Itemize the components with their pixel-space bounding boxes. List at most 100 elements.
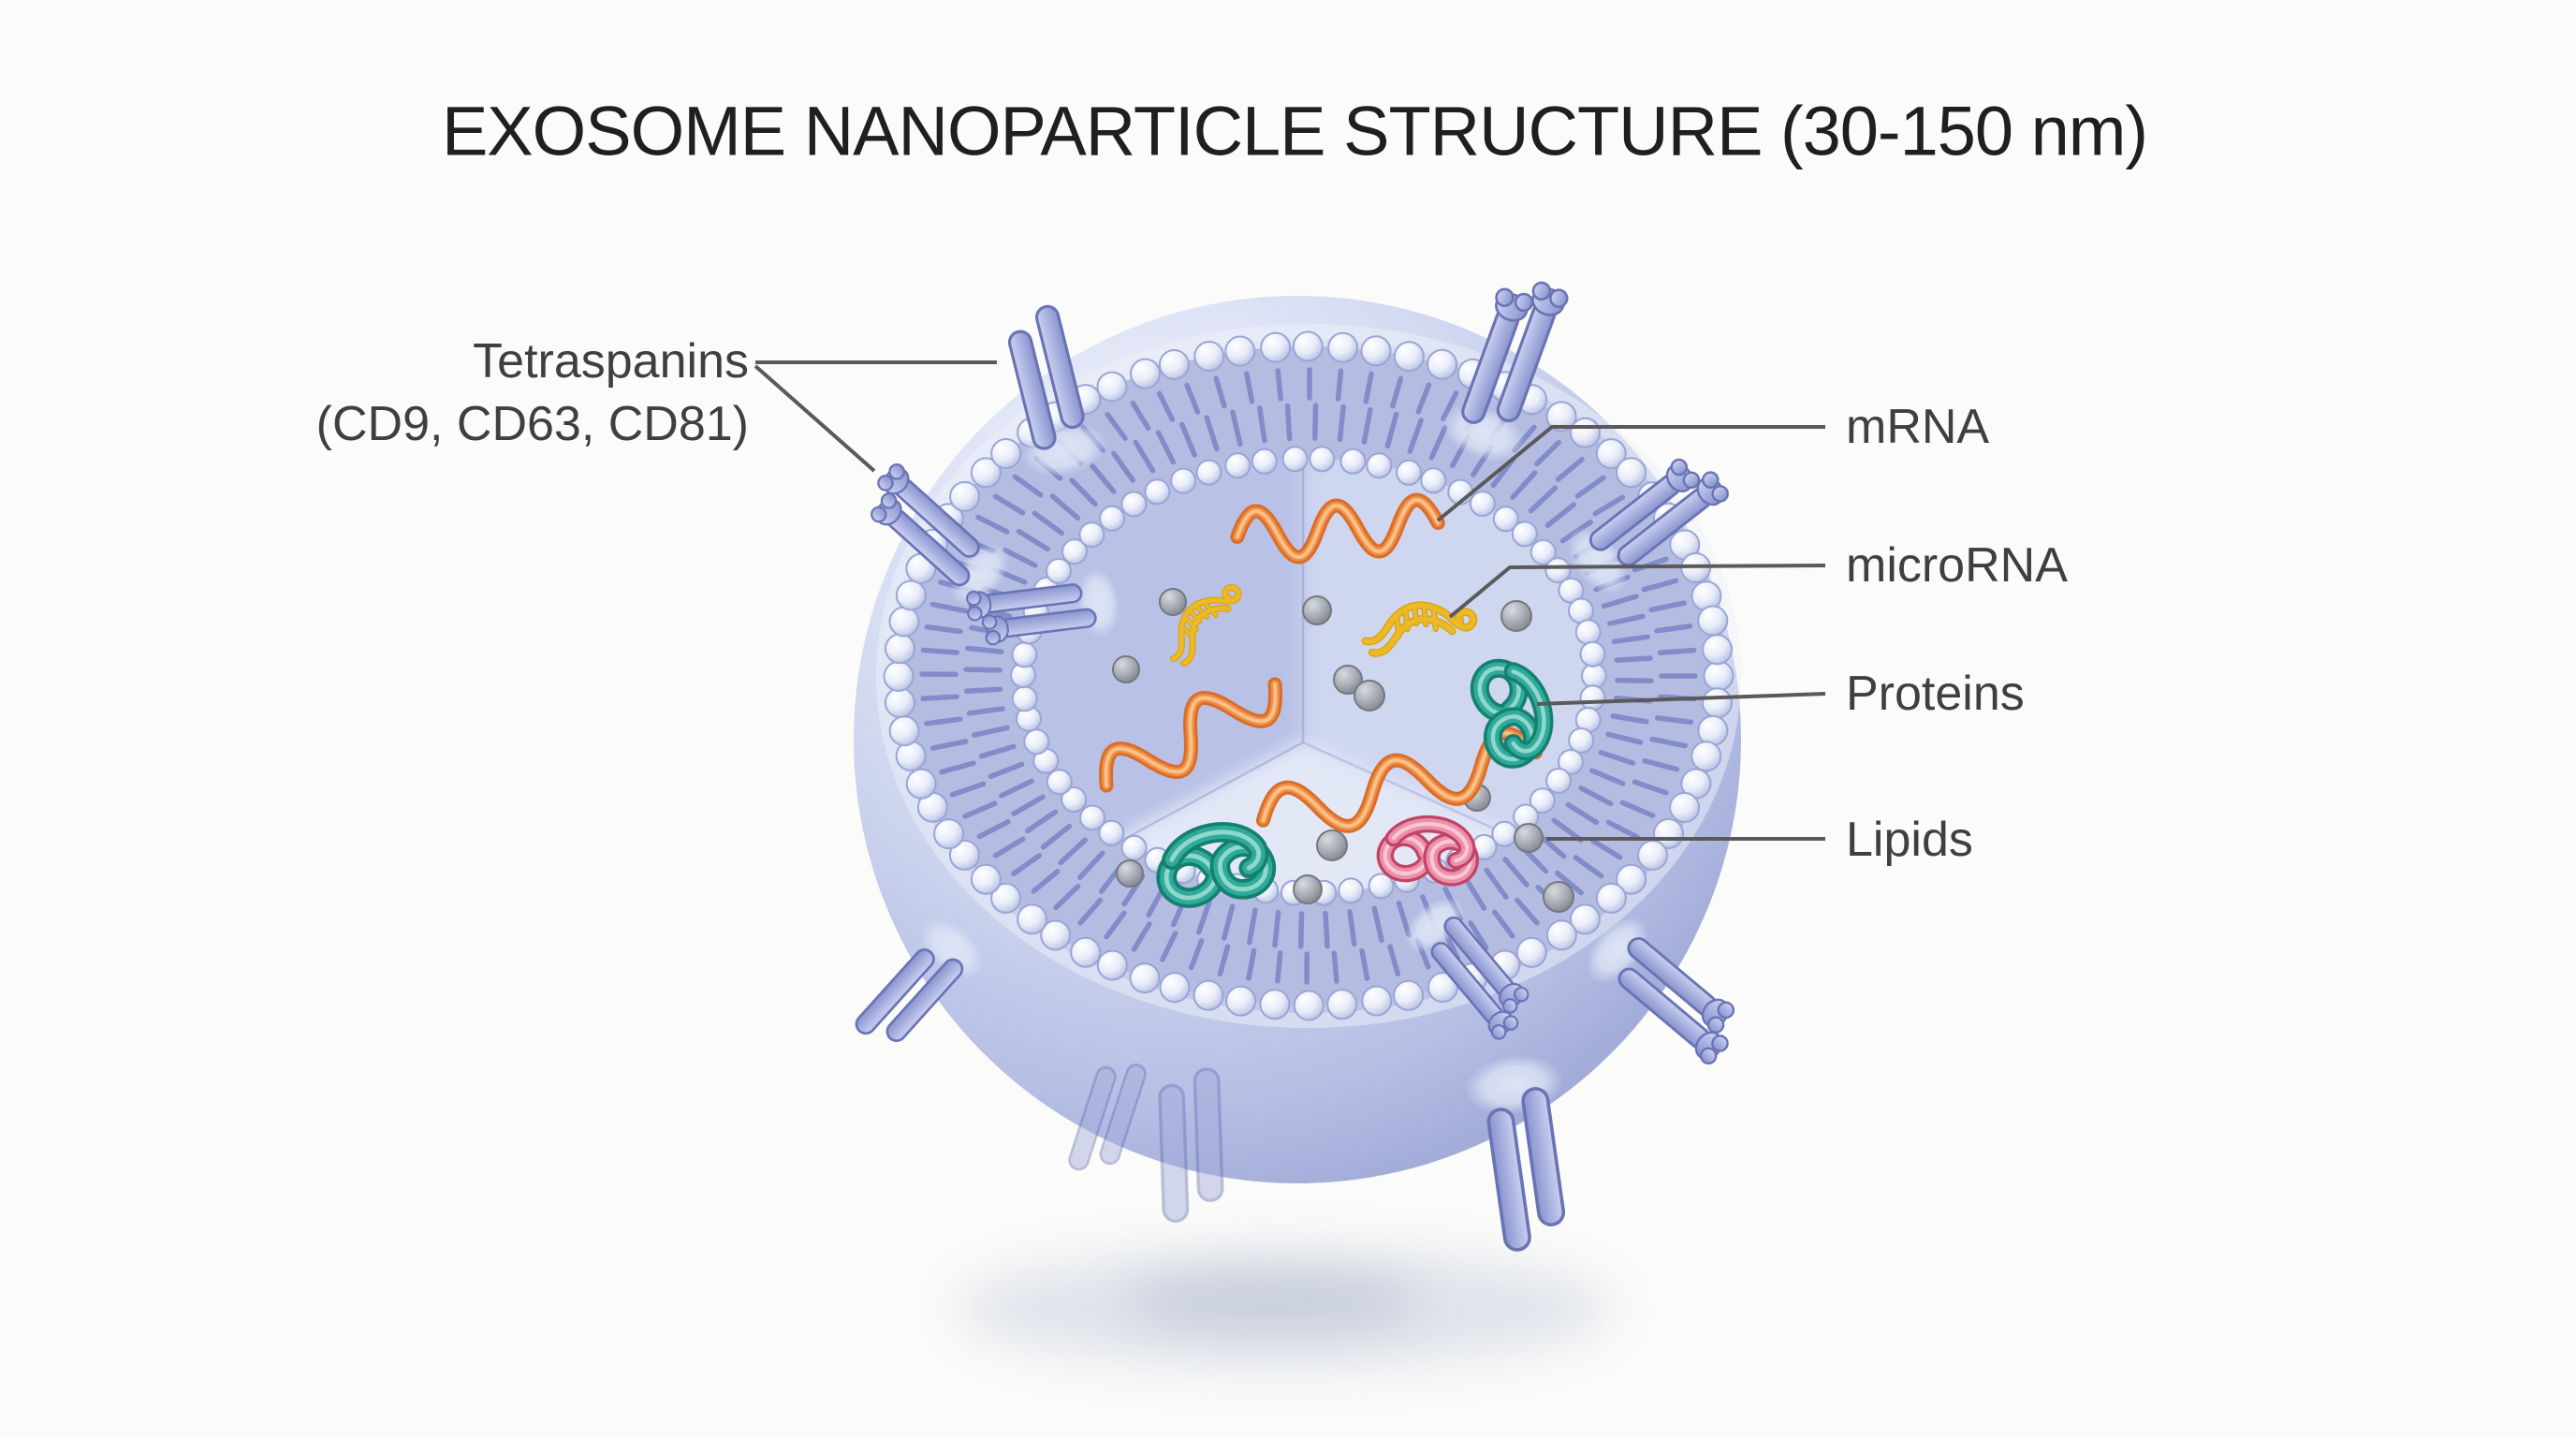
tetraspanin-rod (855, 948, 935, 1035)
membrane-bead-inner (1251, 448, 1278, 475)
outer-leaflet-tail (929, 601, 969, 614)
label-tetraspanins-line2: (CD9, CD63, CD81) (316, 397, 749, 451)
leader-line-tetraspanins-side (754, 364, 876, 473)
membrane-bead-outer (1259, 989, 1291, 1020)
membrane-bead-outer (1427, 972, 1458, 1004)
membrane-bead-inner (1529, 787, 1556, 814)
membrane-bead-outer (888, 606, 920, 638)
membrane-bead-outer (1158, 349, 1190, 380)
membrane-bead-inner (1581, 663, 1607, 689)
membrane-bead-outer (1616, 457, 1647, 489)
label-tetraspanins-line1: Tetraspanins (473, 334, 749, 389)
tetraspanin-head-lobe (1531, 281, 1552, 301)
tetraspanin (1442, 281, 1569, 462)
membrane-bead-inner (1579, 640, 1606, 668)
protein-pink-ribbon (1391, 822, 1470, 863)
microrna-rung (1422, 606, 1428, 626)
microrna-rung (1179, 623, 1195, 640)
protein-teal-ribbon (1511, 669, 1546, 754)
inner-leaflet-tail (1011, 794, 1046, 816)
mrna-strand (1255, 726, 1544, 833)
outer-leaflet-tail (1654, 715, 1694, 726)
outer-leaflet-tail (1130, 400, 1151, 432)
membrane-bead-outer (1669, 792, 1701, 823)
outer-leaflet-tail (1131, 921, 1152, 952)
outer-leaflet-tail (1654, 624, 1693, 634)
outer-leaflet-tail (1573, 855, 1604, 879)
membrane-bead-inner (1558, 749, 1584, 775)
microrna-strand (1169, 583, 1242, 668)
tetraspanin-rod (1193, 1067, 1224, 1202)
outer-leaflet-tail (1468, 920, 1489, 951)
membrane-bead-outer (949, 480, 981, 512)
outer-leaflet-tail (1574, 475, 1606, 499)
outer-leaflet-tail (924, 624, 963, 635)
lipid-sphere (1500, 600, 1532, 632)
outer-leaflet-tail (1387, 944, 1401, 976)
membrane-bead-outer (948, 839, 980, 871)
membrane-bead-outer (1361, 985, 1393, 1017)
membrane-bead-outer (1515, 936, 1547, 968)
membrane-bead-outer (1193, 979, 1224, 1011)
membrane-bead-outer (1224, 335, 1256, 367)
membrane-bead-outer (933, 818, 965, 850)
membrane-bead-outer (1292, 330, 1324, 362)
outer-leaflet-tail (1555, 870, 1585, 896)
membrane-bead-inner (1309, 446, 1336, 473)
inner-leaflet-tail (978, 743, 1017, 759)
tetraspanin-head-lobe (888, 463, 905, 480)
membrane-bead-outer (1293, 990, 1325, 1021)
inner-leaflet-tail (1069, 477, 1098, 507)
outer-leaflet-tail (1649, 736, 1688, 749)
mrna-strand-stroke (1261, 731, 1538, 829)
membrane-bead-outer (888, 715, 920, 747)
membrane-bead-inner (1338, 877, 1365, 904)
protein-pink (1376, 814, 1479, 887)
membrane-bead-outer (883, 660, 915, 692)
inner-leaflet-tail (1040, 823, 1073, 850)
microrna-strand (1361, 601, 1478, 657)
tetraspanin-base-fade (920, 918, 984, 978)
microrna-rung (1183, 615, 1198, 631)
lipid-sphere (1159, 588, 1187, 616)
inner-leaflet-tail (1371, 905, 1384, 944)
membrane-bead-inner (1079, 804, 1106, 831)
inner-leaflet-tail (963, 667, 1003, 673)
outer-leaflet-tail (1592, 494, 1626, 517)
membrane-bead-outer (1225, 985, 1257, 1017)
lipid-sphere (1302, 595, 1332, 625)
tetraspanin-base-fade (950, 543, 1010, 607)
label-proteins: Proteins (1846, 667, 2025, 721)
inner-leaflet-tail (1611, 634, 1650, 645)
membrane-bead-inner (1046, 769, 1073, 796)
membrane-bead-outer (1260, 331, 1292, 363)
membrane-bead-inner (1061, 786, 1088, 813)
membrane-bead-outer (1393, 341, 1425, 373)
tetraspanin (1586, 917, 1735, 1065)
membrane-bead-inner (1574, 619, 1602, 646)
outer-leaflet-tail (939, 760, 976, 775)
tetraspanin-ghost (1068, 1064, 1147, 1171)
tetraspanin (1464, 1054, 1566, 1252)
tetraspanin-head-lobe (1702, 471, 1720, 489)
outer-leaflet-tail (1534, 439, 1561, 467)
tetraspanin (1567, 458, 1729, 595)
tetraspanin-head-lobe (1549, 288, 1569, 308)
inner-leaflet-tail (1614, 655, 1653, 664)
tetraspanin (1007, 304, 1107, 477)
membrane-bead-outer (1545, 919, 1577, 951)
membrane-bead-inner (1544, 557, 1572, 584)
membrane-bead-inner (1420, 467, 1447, 494)
outer-leaflet-tail (1555, 457, 1585, 482)
inner-leaflet-tail (1222, 903, 1236, 941)
membrane-bead-inner (1120, 834, 1148, 861)
inner-leaflet-tail (1407, 418, 1424, 454)
membrane-bead-outer (1569, 903, 1601, 935)
membrane-bead-outer (884, 687, 915, 718)
label-lipids: Lipids (1846, 813, 1973, 867)
tetraspanin-head-lobe (1682, 471, 1701, 490)
tetraspanin-rod (1521, 1087, 1566, 1226)
tetraspanin-head-lobe (1699, 1047, 1718, 1065)
membrane-bead-outer (970, 457, 1002, 489)
